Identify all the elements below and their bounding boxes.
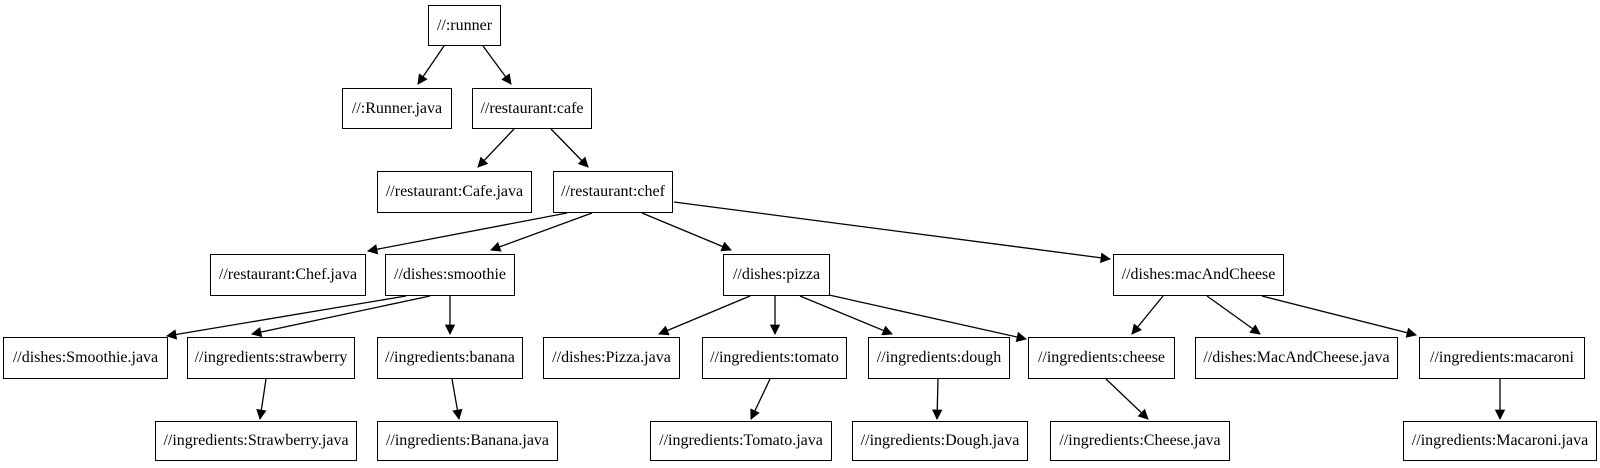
node-runner: //:runner <box>428 5 501 46</box>
edge-smoothie-smoothie_java <box>165 295 407 340</box>
edge-chef-mac <box>673 201 1112 263</box>
node-banana-java: //ingredients:Banana.java <box>377 421 558 461</box>
edge-pizza-pizza_java <box>658 295 751 336</box>
node-cafe-java: //restaurant:Cafe.java <box>377 171 532 213</box>
edge-mac-mac_java <box>1206 295 1261 335</box>
edge-smoothie-strawberry <box>250 295 431 338</box>
node-smoothie-java: //dishes:Smoothie.java <box>3 337 168 379</box>
edge-mac-macaroni <box>1261 295 1418 338</box>
edge-cafe-cafe_java <box>477 128 515 168</box>
node-chef-java: //restaurant:Chef.java <box>210 254 366 296</box>
edge-dough-dough_java <box>932 378 943 421</box>
edge-runner-cafe <box>482 45 512 85</box>
node-banana: //ingredients:banana <box>377 337 523 379</box>
node-tomato-java: //ingredients:Tomato.java <box>650 421 832 461</box>
node-macaroni-java: //ingredients:Macaroni.java <box>1403 421 1597 461</box>
edge-mac-cheese <box>1131 295 1164 335</box>
node-tomato: //ingredients:tomato <box>702 337 847 379</box>
edge-cheese-cheese_java <box>1105 378 1149 420</box>
node-strawberry-java: //ingredients:Strawberry.java <box>155 421 357 461</box>
edge-tomato-tomato_java <box>750 378 771 420</box>
node-cafe: //restaurant:cafe <box>472 88 592 129</box>
node-smoothie: //dishes:smoothie <box>385 254 515 296</box>
edge-banana-banana_java <box>451 378 463 421</box>
node-runner-java: //:Runner.java <box>342 88 452 129</box>
node-cheese: //ingredients:cheese <box>1028 337 1175 379</box>
node-mac-and-cheese-java: //dishes:MacAndCheese.java <box>1195 337 1398 379</box>
edge-chef-smoothie <box>490 212 593 252</box>
edge-chef-chef_java <box>366 212 568 255</box>
node-dough-java: //ingredients:Dough.java <box>852 421 1028 461</box>
node-pizza-java: //dishes:Pizza.java <box>543 337 680 379</box>
edge-pizza-cheese <box>828 294 1028 343</box>
node-cheese-java: //ingredients:Cheese.java <box>1050 421 1230 461</box>
node-macaroni: //ingredients:macaroni <box>1419 337 1585 379</box>
node-strawberry: //ingredients:strawberry <box>187 337 355 379</box>
node-pizza: //dishes:pizza <box>723 254 830 296</box>
node-mac-and-cheese: //dishes:macAndCheese <box>1113 254 1284 296</box>
node-chef: //restaurant:chef <box>553 171 673 213</box>
edge-chef-pizza <box>641 212 732 252</box>
edge-pizza-dough <box>799 295 893 336</box>
edge-cafe-chef <box>550 128 589 168</box>
node-dough: //ingredients:dough <box>868 337 1010 379</box>
edge-strawberry-strawberry_java <box>256 378 267 421</box>
edge-runner-runner_java <box>417 45 445 85</box>
